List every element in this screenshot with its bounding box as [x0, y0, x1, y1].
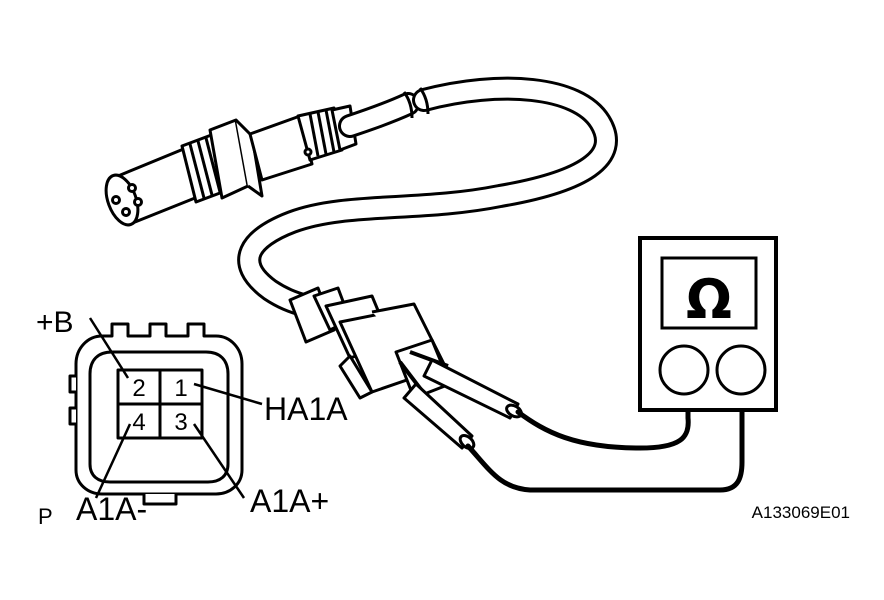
pin-2: 2 — [132, 375, 145, 402]
connector-pins: 2 1 4 3 — [132, 375, 187, 436]
label-p: P — [38, 504, 53, 529]
harness-connector — [288, 286, 452, 400]
ohmmeter-terminal-left — [658, 344, 710, 396]
pin-4: 4 — [132, 409, 145, 436]
leader-lines — [88, 317, 263, 499]
pin-1: 1 — [174, 375, 187, 402]
leader-a1a-plus — [192, 423, 246, 499]
label-plus-b: +B — [36, 306, 74, 339]
ohmmeter-display — [660, 256, 758, 330]
ohmmeter-terminal-right — [715, 344, 767, 396]
ohm-symbol-icon: Ω — [686, 268, 732, 331]
leader-plus-b — [88, 317, 130, 379]
label-ha1a: HA1A — [264, 391, 348, 427]
cable-break-mark — [402, 87, 430, 119]
figure-code: A133069E01 — [752, 503, 850, 522]
leader-a1a-minus — [94, 423, 132, 499]
label-a1a-plus: A1A+ — [250, 483, 329, 519]
sensor-cable — [237, 76, 618, 318]
leader-ha1a — [193, 382, 263, 406]
ohmmeter: Ω — [638, 236, 778, 412]
label-a1a-minus: A1A- — [76, 491, 147, 527]
tester-leads — [465, 387, 745, 493]
connector-face-view — [68, 322, 244, 506]
pin-3: 3 — [174, 409, 187, 436]
